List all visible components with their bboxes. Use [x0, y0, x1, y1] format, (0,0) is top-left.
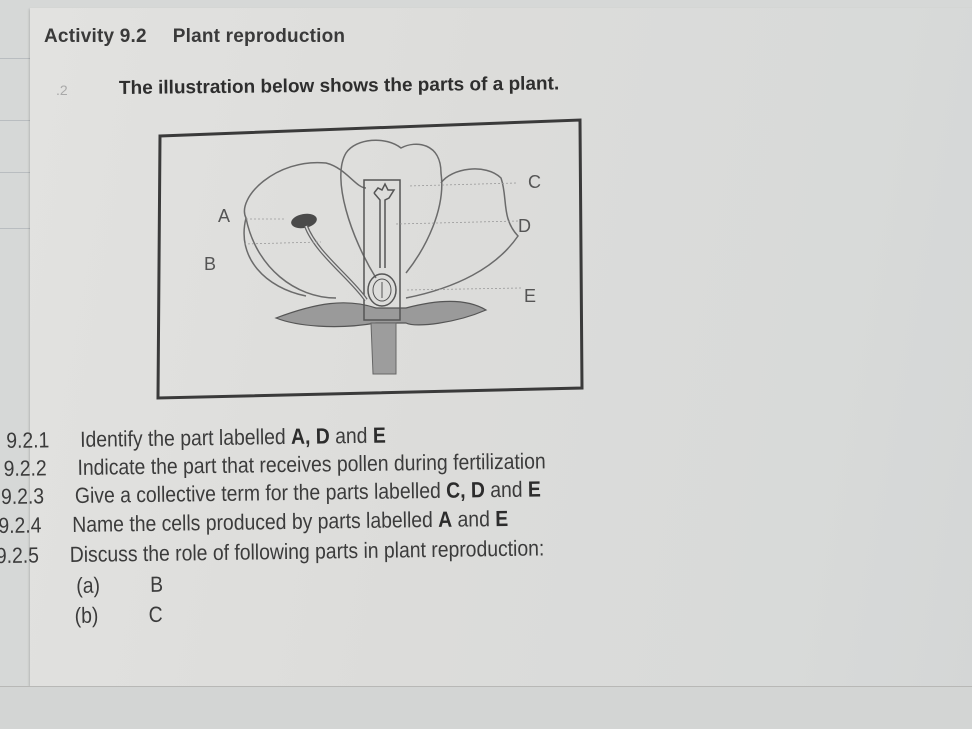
- label-a: A: [218, 206, 230, 226]
- worksheet-page: [30, 8, 972, 686]
- ruled-line: [0, 172, 40, 173]
- label-b: B: [204, 254, 216, 274]
- subpart-a: (a) B: [76, 572, 163, 599]
- question-number: 9.2.4: [0, 512, 42, 539]
- question-number-faint: .2: [56, 82, 68, 98]
- subpart-letter: (a): [76, 572, 101, 598]
- intro-text: The illustration below shows the parts o…: [118, 73, 560, 99]
- label-e: E: [524, 286, 536, 306]
- question-number: 9.2.3: [0, 483, 45, 509]
- question-number: 9.2.5: [0, 542, 40, 569]
- ruled-line: [0, 228, 40, 229]
- question-number: 9.2.1: [6, 427, 50, 453]
- subpart-part: C: [148, 601, 163, 627]
- activity-heading: Activity 9.2 Plant reproduction: [44, 26, 345, 48]
- flower-illustration: A B C D E: [156, 118, 584, 400]
- question-number: 9.2.2: [3, 455, 47, 481]
- subpart-letter: (b): [74, 602, 99, 628]
- label-c: C: [528, 172, 541, 192]
- flower-diagram: A B C D E: [156, 118, 584, 402]
- lower-page-edge: [0, 686, 972, 729]
- ruled-line: [0, 58, 40, 59]
- activity-topic: Plant reproduction: [172, 26, 346, 47]
- subpart-part: B: [149, 571, 164, 597]
- ruled-line: [0, 120, 40, 121]
- subpart-b: (b) C: [75, 602, 163, 629]
- label-d: D: [518, 216, 531, 236]
- diagram-frame: [156, 118, 584, 400]
- activity-number: Activity 9.2: [44, 26, 147, 47]
